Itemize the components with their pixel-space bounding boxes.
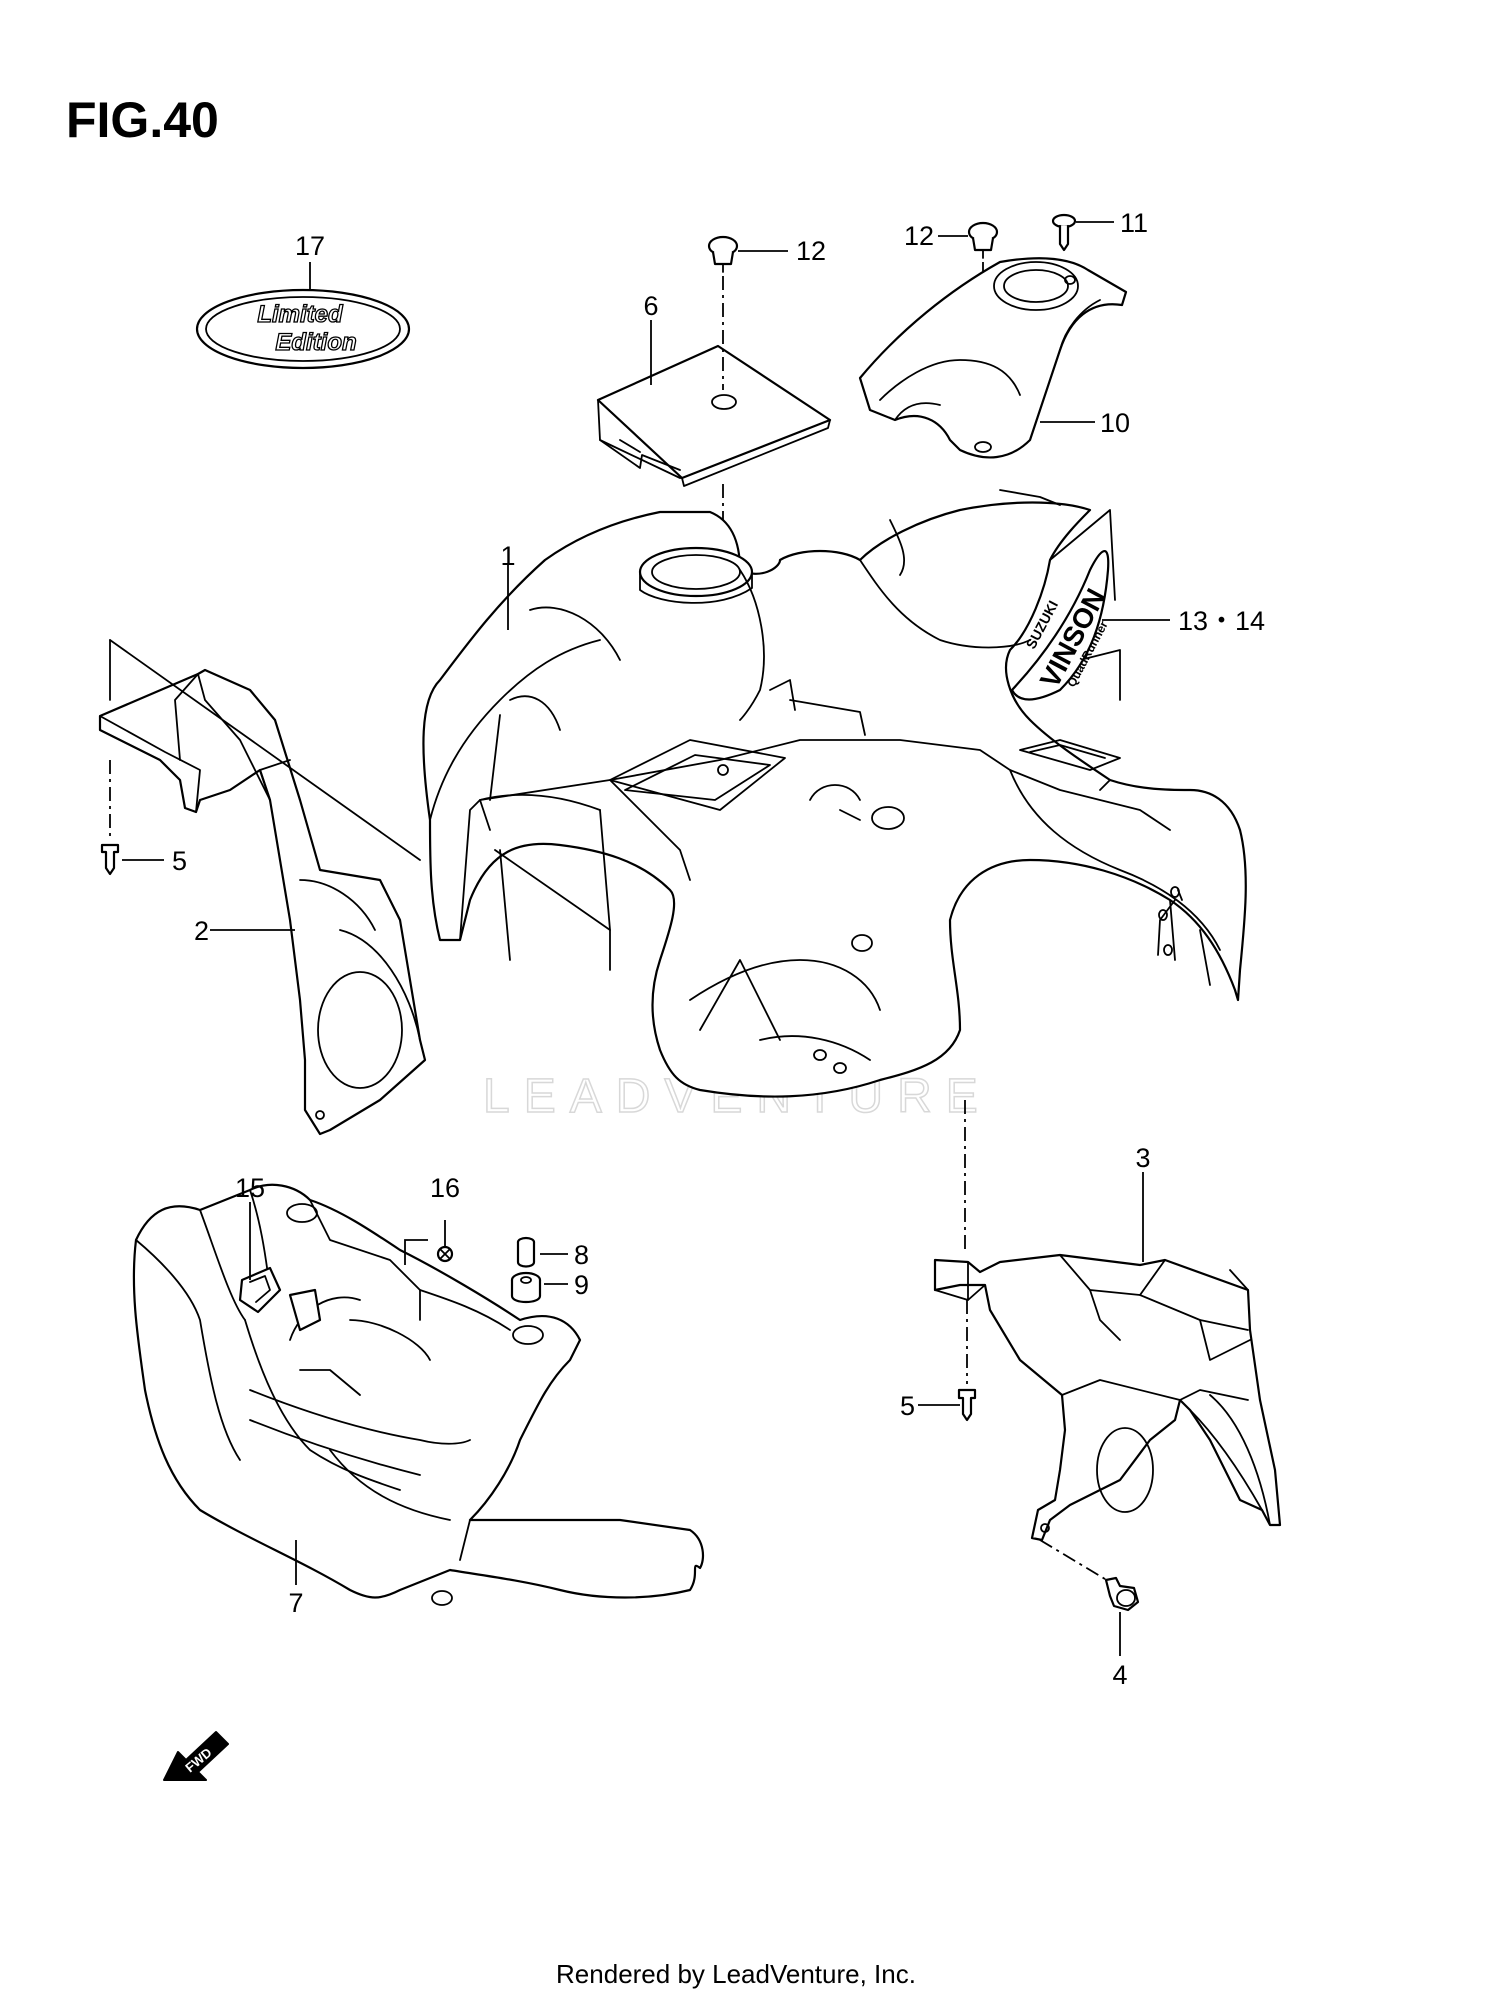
- footer-credit: Rendered by LeadVenture, Inc.: [556, 1959, 916, 1989]
- callout-3[interactable]: 3: [1135, 1143, 1150, 1173]
- callout-12b[interactable]: 12: [904, 221, 934, 251]
- callout-11[interactable]: 11: [1120, 208, 1148, 238]
- part-8-collar[interactable]: [516, 1236, 536, 1268]
- callout-13-14[interactable]: 13・14: [1178, 606, 1265, 636]
- emblem-line-2: Edition: [275, 329, 356, 356]
- part-7-bumper[interactable]: [132, 1183, 705, 1606]
- callout-2[interactable]: 2: [194, 916, 209, 946]
- part-12-clip-left[interactable]: [707, 235, 739, 273]
- part-5-screw-left[interactable]: [100, 760, 120, 876]
- callout-5a[interactable]: 5: [172, 846, 187, 876]
- callout-7[interactable]: 7: [288, 1588, 303, 1618]
- part-12-clip-right[interactable]: [967, 221, 999, 259]
- callout-17[interactable]: 17: [295, 231, 325, 261]
- callout-1[interactable]: 1: [500, 541, 515, 571]
- callout-12a[interactable]: 12: [796, 236, 826, 266]
- part-2-left-panel[interactable]: [98, 639, 427, 1136]
- callout-6[interactable]: 6: [643, 291, 658, 321]
- figure-title: FIG.40: [66, 92, 219, 148]
- part-3-right-panel[interactable]: [933, 1253, 1282, 1542]
- part-6-cover[interactable]: [596, 344, 832, 487]
- emblem-line-1: Limited: [257, 301, 344, 328]
- callout-16[interactable]: 16: [430, 1173, 460, 1203]
- callout-10[interactable]: 10: [1100, 408, 1130, 438]
- part-5-screw-right[interactable]: [957, 1300, 977, 1422]
- callout-8[interactable]: 8: [574, 1240, 589, 1270]
- part-4-bolt[interactable]: [1039, 1539, 1140, 1612]
- part-1-front-fender[interactable]: [422, 489, 1247, 1098]
- callout-5b[interactable]: 5: [900, 1391, 915, 1421]
- fwd-direction-marker: FWD: [163, 1731, 229, 1781]
- part-16-nut[interactable]: [404, 1239, 454, 1265]
- callout-15[interactable]: 15: [235, 1173, 265, 1203]
- callout-4[interactable]: 4: [1112, 1660, 1127, 1690]
- callout-9[interactable]: 9: [574, 1270, 589, 1300]
- part-9-grommet[interactable]: [510, 1271, 542, 1304]
- part-11-screw[interactable]: [1051, 213, 1077, 252]
- part-17-emblem[interactable]: Limited Edition: [195, 288, 411, 370]
- part-10-upper-cover[interactable]: [858, 257, 1128, 459]
